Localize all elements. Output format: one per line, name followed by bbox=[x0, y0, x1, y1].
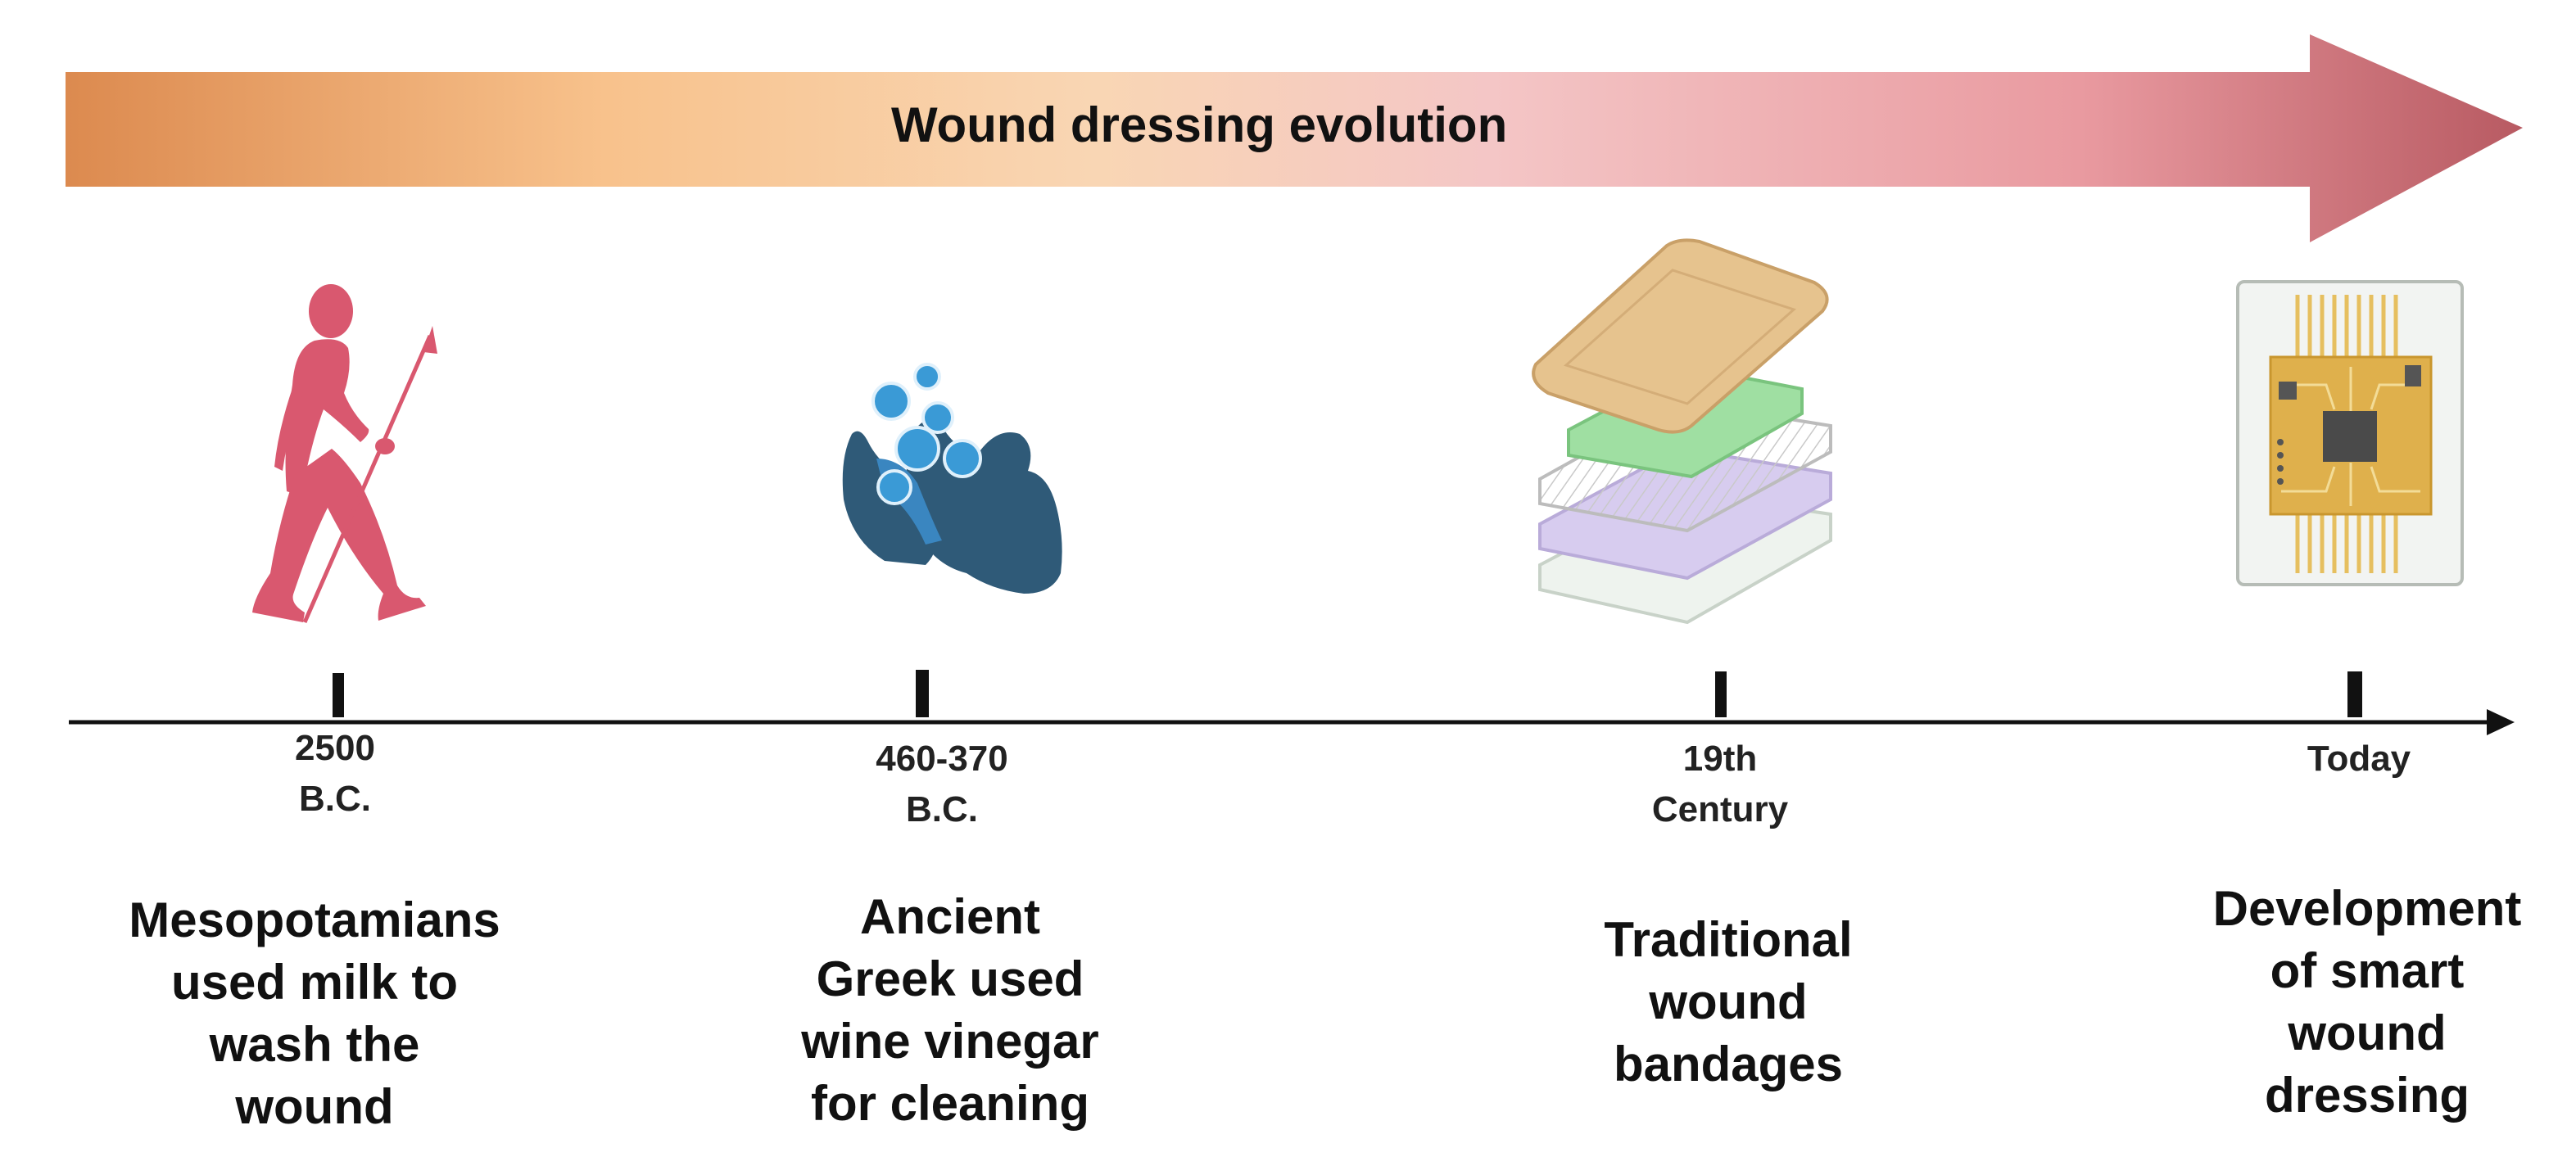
description-line: Ancient bbox=[859, 889, 1041, 944]
date-line: 2500 bbox=[295, 728, 375, 768]
date-line: 19th bbox=[1682, 739, 1758, 779]
description-line: Development bbox=[2212, 881, 2522, 936]
description-line: Traditional bbox=[1604, 912, 1853, 967]
description-line: for cleaning bbox=[810, 1076, 1090, 1131]
description-line: wound bbox=[2288, 1006, 2447, 1060]
event-description-smart-dressing: Development of smart wound dressing bbox=[2171, 878, 2564, 1127]
evolution-arrow bbox=[66, 34, 2523, 242]
description-line: wound bbox=[235, 1079, 394, 1134]
description-line: bandages bbox=[1613, 1037, 1844, 1091]
tick-mark-19th-century bbox=[1715, 671, 1727, 717]
event-date-2500bc: 2500 B.C. bbox=[233, 723, 437, 825]
description-line: wash the bbox=[209, 1017, 420, 1072]
date-line: 460-370 bbox=[876, 739, 1008, 779]
date-line: Century bbox=[1651, 789, 1789, 829]
timeline-axis bbox=[69, 709, 2515, 735]
event-description-traditional-bandages: Traditional wound bandages bbox=[1515, 909, 1941, 1096]
date-line: B.C. bbox=[299, 779, 371, 819]
tick-mark-2500bc bbox=[333, 673, 344, 717]
diagram-title: Wound dressing evolution bbox=[891, 97, 1508, 152]
tick-mark-today bbox=[2347, 671, 2362, 717]
description-line: used milk to bbox=[170, 955, 459, 1010]
description-line: wine vinegar bbox=[801, 1014, 1099, 1069]
walking-man-with-spear-icon bbox=[252, 284, 437, 624]
description-line: wound bbox=[1649, 974, 1808, 1029]
event-date-today: Today bbox=[2244, 734, 2474, 784]
event-date-19th-century: 19th Century bbox=[1597, 734, 1843, 835]
smart-chip-patch-icon bbox=[2236, 280, 2464, 586]
date-line: B.C. bbox=[906, 789, 978, 829]
date-line: Today bbox=[2307, 739, 2411, 779]
layered-bandage-icon bbox=[1532, 238, 1832, 625]
description-line: dressing bbox=[2264, 1068, 2470, 1123]
hand-washing-icon bbox=[842, 363, 1062, 594]
event-date-460-370bc: 460-370 B.C. bbox=[819, 734, 1065, 835]
description-line: Greek used bbox=[816, 951, 1084, 1006]
event-description-ancient-greek: Ancient Greek used wine vinegar for clea… bbox=[737, 886, 1163, 1135]
description-line: of smart bbox=[2270, 943, 2465, 998]
description-line: Mesopotamians bbox=[129, 893, 500, 947]
tick-mark-460bc bbox=[916, 670, 929, 717]
event-description-mesopotamians: Mesopotamians used milk to wash the woun… bbox=[110, 889, 519, 1138]
